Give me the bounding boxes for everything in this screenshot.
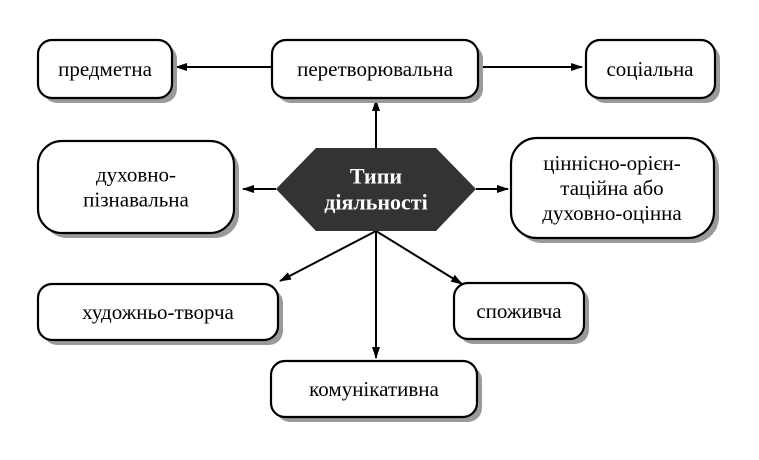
- node-label: соціальна: [606, 57, 694, 81]
- connectors: [175, 63, 583, 359]
- arrow-to-khudozhno-tvorcha: [279, 230, 377, 282]
- node-predmetna: предметна: [36, 38, 177, 103]
- label-line: художньо-творча: [82, 300, 234, 324]
- label-line: перетворювальна: [297, 57, 453, 81]
- node-sotsialna: соціальна: [584, 38, 720, 103]
- node-dukhovno-piznavalna: духовно-пізнавальна: [36, 139, 239, 238]
- center-hexagon: [276, 148, 476, 231]
- node-komunikatyvna: комунікативна: [269, 359, 482, 422]
- node-label: предметна: [58, 57, 152, 81]
- node-label: перетворювальна: [297, 57, 453, 81]
- label-line: ціннісно-орієн-: [543, 151, 681, 175]
- label-line: пізнавальна: [83, 188, 189, 212]
- label-line: таційна або: [560, 176, 663, 200]
- arrow-to-spozhyvcha: [375, 230, 463, 285]
- label-line: духовно-: [96, 163, 176, 187]
- node-label: художньо-творча: [82, 300, 234, 324]
- node-label: духовно-пізнавальна: [83, 163, 189, 212]
- label-line: споживча: [476, 299, 562, 323]
- label-line: Типи: [350, 164, 402, 189]
- node-khudozhno-tvorcha: художньо-творча: [36, 282, 283, 345]
- node-label: комунікативна: [309, 377, 439, 401]
- label-line: предметна: [58, 57, 152, 81]
- label-line: духовно-оцінна: [542, 201, 682, 225]
- node-label: споживча: [476, 299, 562, 323]
- label-line: соціальна: [606, 57, 694, 81]
- label-line: комунікативна: [309, 377, 439, 401]
- node-peretvoryuvalna: перетворювальна: [270, 38, 483, 103]
- node-spozhyvcha: споживча: [452, 281, 589, 344]
- label-line: діяльності: [324, 190, 427, 215]
